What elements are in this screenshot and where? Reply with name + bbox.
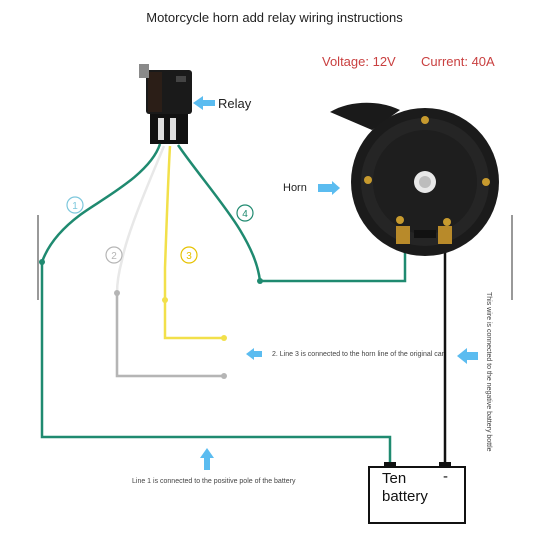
wire-number-2: 2 — [105, 246, 123, 264]
wire-4-junction-dot — [257, 278, 263, 284]
battery-box — [368, 462, 466, 524]
relay-label: Relay — [218, 96, 252, 111]
svg-text:1: 1 — [72, 201, 78, 212]
relay-arrow — [193, 96, 215, 110]
wire-3-start-dot — [162, 297, 168, 303]
wire-number-3: 3 — [180, 246, 198, 264]
wire-number-4: 4 — [236, 204, 254, 222]
wire-number-1: 1 — [66, 196, 84, 214]
voltage-spec: Voltage: 12V — [322, 54, 396, 69]
negative-arrow — [457, 348, 478, 364]
wire-2-white — [115, 145, 224, 378]
svg-text:3: 3 — [186, 251, 192, 262]
wire-1-junction-dot — [39, 259, 45, 265]
note-line-1: Line 1 is connected to the positive pole… — [132, 478, 296, 485]
svg-text:2: 2 — [111, 251, 117, 262]
wire-1-green — [40, 143, 392, 470]
wire-2-end-dot — [221, 373, 227, 379]
wire-3-end-dot — [221, 335, 227, 341]
relay-image — [139, 64, 192, 144]
current-spec: Current: 40A — [421, 54, 495, 69]
battery-minus-sign: - — [443, 468, 448, 485]
horn-label: Horn — [283, 182, 307, 194]
note-negative-wire: This wire is connected to the negative b… — [485, 292, 492, 452]
wire-2-start-dot — [114, 290, 120, 296]
horn-image — [330, 102, 499, 256]
wire-4-green — [176, 144, 407, 283]
note1-arrow — [200, 448, 214, 470]
wire-3-yellow — [163, 145, 224, 340]
battery-label: Ten battery — [382, 470, 428, 505]
svg-text:4: 4 — [242, 209, 248, 220]
note2-arrow — [246, 348, 262, 360]
page-title: Motorcycle horn add relay wiring instruc… — [146, 10, 403, 25]
note-line-3: 2. Line 3 is connected to the horn line … — [272, 351, 444, 358]
wire-2-gray-segment — [115, 293, 224, 378]
horn-arrow — [318, 181, 340, 195]
